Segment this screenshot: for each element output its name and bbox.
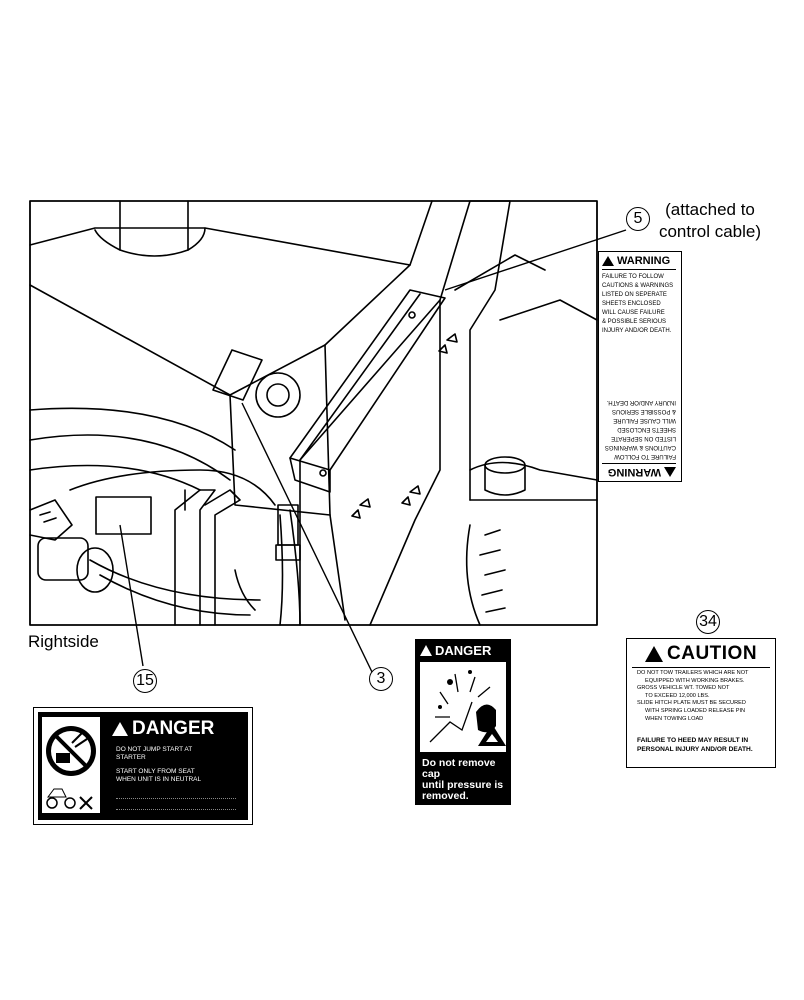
callout-15: 15 [133,669,157,693]
cap-pictogram [420,662,506,752]
note-line-2: control cable) [658,222,762,241]
starter-line: WHEN UNIT IS IN NEUTRAL [116,776,202,783]
danger-decal-starter: DANGER DO NOT JUMP START AT STARTER STAR… [33,707,253,825]
warning-header-text-inverted: WARNING [607,466,661,478]
caution-line: DO NOT TOW TRAILERS WHICH ARE NOT [637,670,749,676]
cap-text: Do not remove cap until pressure is remo… [422,758,508,802]
warning-triangle-icon [664,467,676,477]
cap-header-text: DANGER [435,643,492,658]
warning-triangle-icon [602,256,614,266]
warning-line: INJURY AND/OR DEATH. [606,399,676,405]
warning-line: WILL CAUSE FAILURE [602,310,665,316]
danger-triangle-icon [112,722,128,736]
callout-3: 3 [369,667,393,691]
warning-line: INJURY AND/OR DEATH. [602,328,672,334]
cap-line: Do not remove cap [422,757,496,780]
warning-line: & POSSIBLE SERIOUS [611,408,676,414]
caution-line: WITH SPRING LOADED RELEASE PIN [645,707,746,714]
caution-rule [632,667,770,668]
warning-header: WARNING [602,255,676,270]
note-line-1: (attached to [665,200,755,219]
caution-line: WHEN TOWING LOAD [645,715,704,722]
callout-5-note: (attached to control cable) [654,199,766,243]
starter-line: START ONLY FROM SEAT [116,768,195,775]
warning-line: CAUTIONS & WARNINGS [602,283,674,289]
warning-line: FAILURE TO FOLLOW [614,453,676,459]
warning-decal: WARNING FAILURE TO FOLLOW CAUTIONS & WAR… [598,251,682,482]
warning-text: FAILURE TO FOLLOW CAUTIONS & WARNINGS LI… [602,273,676,336]
caution-decal: CAUTION DO NOT TOW TRAILERS WHICH ARE NO… [626,638,776,768]
caution-text: DO NOT TOW TRAILERS WHICH ARE NOT EQUIPP… [637,670,769,723]
caution-triangle-icon [645,646,663,662]
caution-line: SLIDE HITCH PLATE MUST BE SECURED [637,700,746,707]
caution-footer-line: FAILURE TO HEED MAY RESULT IN [637,737,749,744]
warning-line: FAILURE TO FOLLOW [602,274,664,280]
caution-footer: FAILURE TO HEED MAY RESULT IN PERSONAL I… [637,737,771,754]
warning-decal-top: WARNING FAILURE TO FOLLOW CAUTIONS & WAR… [602,255,676,336]
starter-line: STARTER [116,754,146,761]
caution-line: TO EXCEED 12,000 lbs. [645,692,710,699]
caution-footer-line: PERSONAL INJURY AND/OR DEATH. [637,745,753,753]
starter-text: DO NOT JUMP START AT STARTER START ONLY … [116,746,244,784]
warning-header-text: WARNING [617,255,671,267]
caution-line: EQUIPPED WITH WORKING BRAKES. [645,677,745,684]
no-jump-start-icon [46,726,96,810]
steam-burn-icon [429,670,506,746]
warning-line: SHEETS ENCLOSED [617,426,676,432]
warning-line: SHEETS ENCLOSED [602,301,661,307]
view-title: Rightside [28,632,99,651]
warning-text-inverted: FAILURE TO FOLLOW CAUTIONS & WARNINGS LI… [602,397,676,460]
danger-decal-cap: DANGER Do not remove cap until pressure … [415,639,511,805]
starter-line: DO NOT JUMP START AT [116,746,193,753]
danger-triangle-icon [420,645,432,656]
caution-line: GROSS VEHICLE WT. TOWED NOT [637,685,730,692]
cap-header: DANGER [420,643,506,658]
starter-fine-print [116,798,236,810]
warning-line: LISTED ON SEPERATE [602,292,667,298]
starter-header: DANGER [112,718,214,740]
warning-decal-bottom-inverted: WARNING FAILURE TO FOLLOW CAUTIONS & WAR… [602,397,676,478]
callout-34: 34 [696,610,720,634]
warning-header-inverted: WARNING [602,463,676,478]
warning-line: LISTED ON SEPERATE [611,435,676,441]
warning-line: WILL CAUSE FAILURE [613,417,676,423]
cap-line: until pressure is [422,779,504,791]
warning-line: CAUTIONS & WARNINGS [604,444,676,450]
cap-line: removed. [422,790,469,802]
warning-line: & POSSIBLE SERIOUS [602,319,667,325]
caution-header-text: CAUTION [667,643,758,664]
starter-pictogram [42,717,100,813]
callout-5: 5 [626,207,650,231]
starter-header-text: DANGER [132,718,215,739]
caution-header: CAUTION [645,643,757,665]
